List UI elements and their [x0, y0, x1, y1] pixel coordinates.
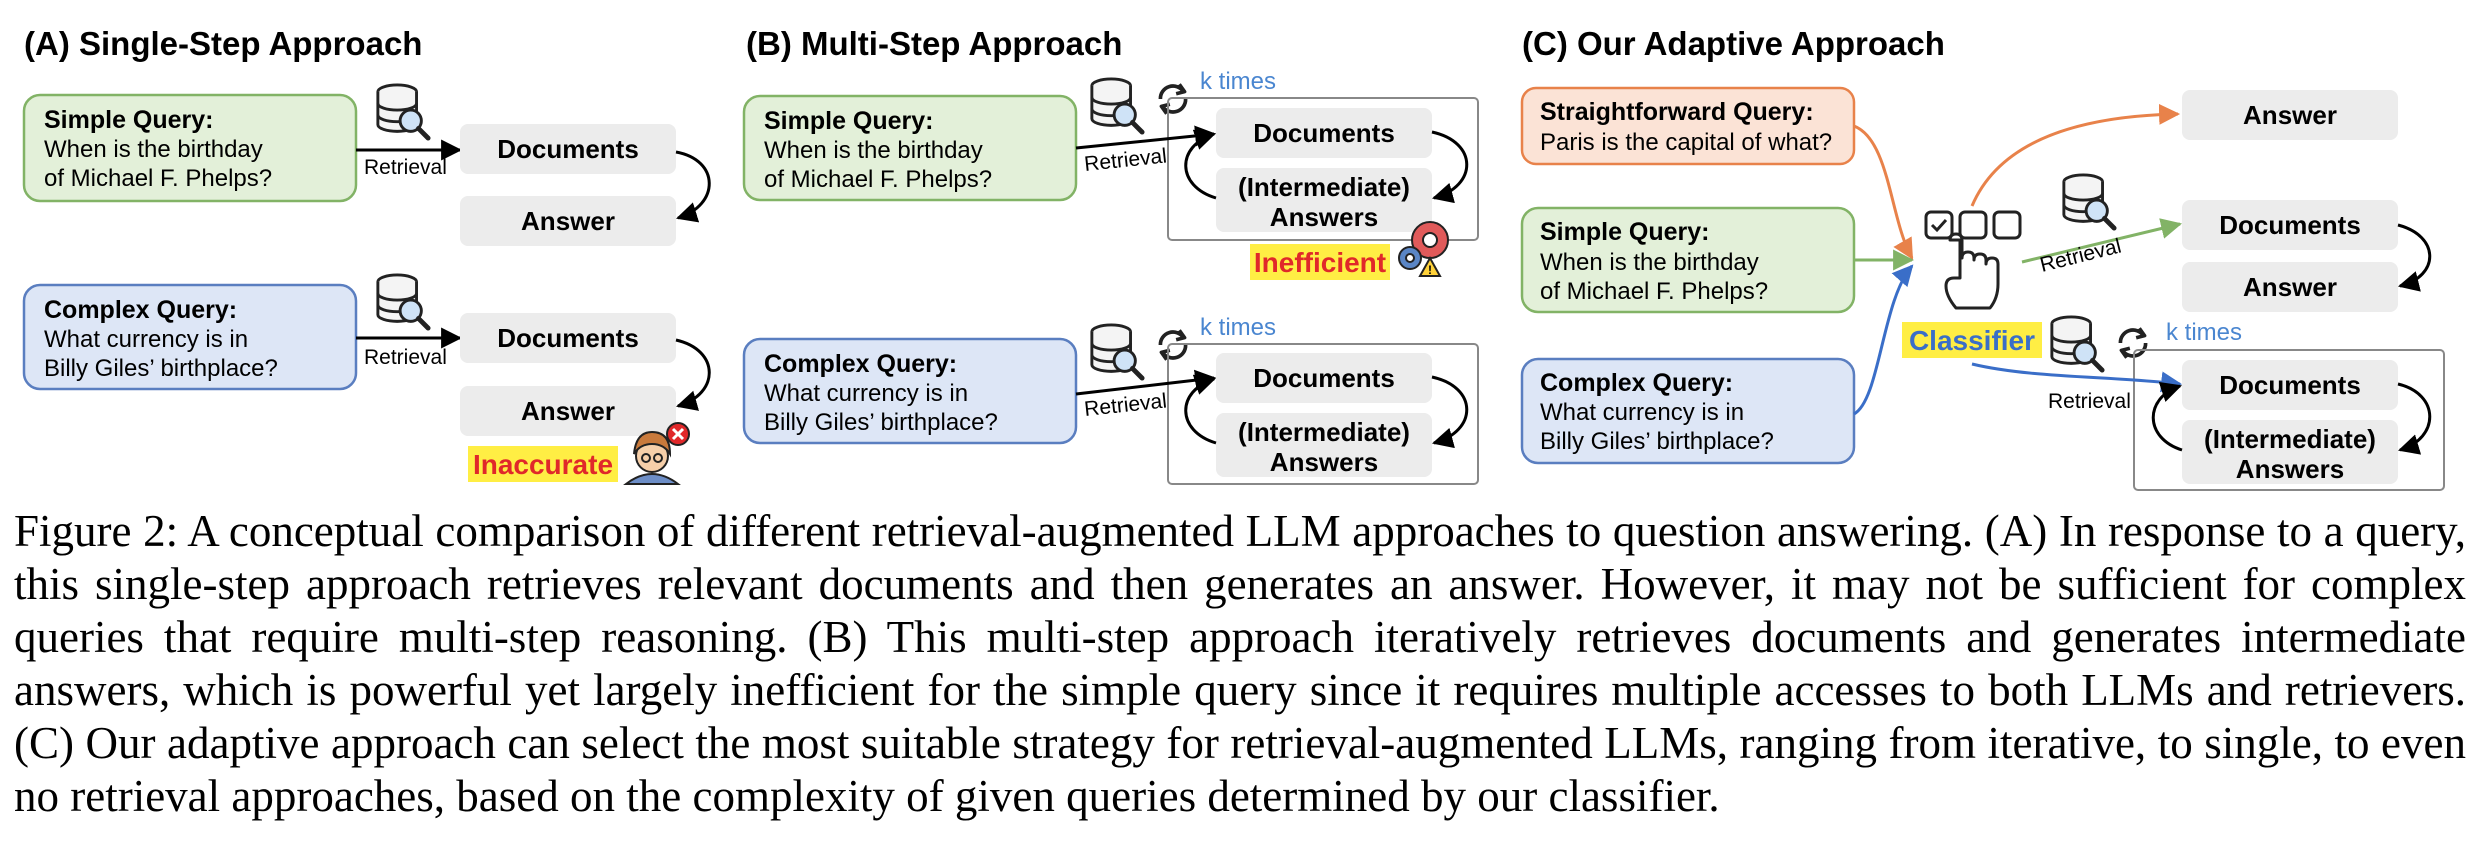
- documents-box: [2182, 360, 2398, 410]
- documents-box: [2182, 200, 2398, 250]
- intermediate-answers-box: [2182, 420, 2398, 484]
- intermediate-answers-box: [1216, 413, 1432, 477]
- database-search-icon: [2052, 317, 2102, 370]
- answer-label: Answer: [521, 206, 615, 236]
- documents-label: Documents: [497, 134, 639, 164]
- documents-label: Documents: [2219, 210, 2361, 240]
- figure-caption: Figure 2: A conceptual comparison of dif…: [14, 506, 2466, 821]
- retrieval-label: Retrieval: [1083, 144, 1168, 176]
- intermediate-line-2: Answers: [1270, 447, 1378, 477]
- answer-box: [460, 386, 676, 436]
- confused-person-icon: [623, 422, 690, 485]
- documents-box: [1216, 353, 1432, 403]
- query-line-2: of Michael F. Phelps?: [1540, 278, 1768, 305]
- query-line-1: When is the birthday: [44, 136, 263, 163]
- answer-label: Answer: [2243, 272, 2337, 302]
- documents-label: Documents: [2219, 370, 2361, 400]
- query-line-1: When is the birthday: [1540, 249, 1759, 276]
- query-label: Simple Query:: [44, 106, 214, 134]
- gear-warning-icon: !: [1398, 221, 1449, 277]
- panel-b-complex-query: Complex Query: What currency is in Billy…: [742, 337, 1078, 445]
- iteration-frame: [1167, 97, 1479, 241]
- iteration-frame: [1167, 343, 1479, 485]
- inefficient-label: Inefficient: [1254, 247, 1386, 278]
- query-line-2: of Michael F. Phelps?: [44, 165, 272, 192]
- retrieval-label: Retrieval: [1083, 389, 1168, 421]
- panel-a-complex-query: Complex Query: What currency is in Billy…: [22, 283, 358, 391]
- documents-label: Documents: [497, 323, 639, 353]
- panel-c-complex-query: Complex Query: What currency is in Billy…: [1520, 357, 1856, 465]
- inefficient-highlight: [1250, 244, 1390, 280]
- database-search-icon: [1092, 79, 1142, 132]
- panel-a-title: (A) Single-Step Approach: [24, 25, 422, 62]
- database-search-icon: [378, 275, 428, 328]
- intermediate-answers-box: [1216, 168, 1432, 232]
- answer-box: [2182, 262, 2398, 312]
- diagram-svg: (A) Single-Step Approach Simple Query: W…: [22, 25, 2445, 491]
- query-line-2: Billy Giles’ birthplace?: [44, 355, 278, 382]
- k-times-label: k times: [1200, 68, 1276, 95]
- inaccurate-label: Inaccurate: [473, 449, 613, 480]
- query-line-2: Billy Giles’ birthplace?: [1540, 428, 1774, 455]
- documents-label: Documents: [1253, 363, 1395, 393]
- panel-b-simple-query: Simple Query: When is the birthday of Mi…: [742, 94, 1078, 202]
- intermediate-line-1: (Intermediate): [2204, 424, 2376, 454]
- documents-box: [1216, 108, 1432, 158]
- database-search-icon: [2064, 175, 2114, 228]
- documents-box: [460, 124, 676, 174]
- diagram-stage: (A) Single-Step Approach Simple Query: W…: [22, 25, 2445, 491]
- classifier-label: Classifier: [1909, 325, 2035, 356]
- query-label: Complex Query:: [764, 350, 957, 378]
- hand-pointer-icon: [1944, 232, 2000, 310]
- classifier-highlight: [1902, 322, 2042, 358]
- documents-label: Documents: [1253, 118, 1395, 148]
- answer-box: [460, 196, 676, 246]
- query-line-1: Paris is the capital of what?: [1540, 129, 1832, 156]
- panel-c-simple-query: Simple Query: When is the birthday of Mi…: [1520, 206, 1856, 314]
- query-label: Straightforward Query:: [1540, 98, 1814, 126]
- query-line-2: Billy Giles’ birthplace?: [764, 409, 998, 436]
- query-label: Simple Query:: [1540, 218, 1710, 246]
- query-line-1: When is the birthday: [764, 137, 983, 164]
- query-label: Complex Query:: [44, 296, 237, 324]
- database-search-icon: [1092, 325, 1142, 378]
- inaccurate-highlight: [468, 446, 618, 482]
- database-search-icon: [378, 85, 428, 138]
- retrieval-label: Retrieval: [364, 346, 447, 369]
- intermediate-line-1: (Intermediate): [1238, 417, 1410, 447]
- intermediate-line-2: Answers: [2236, 454, 2344, 484]
- iteration-frame: [2133, 349, 2445, 491]
- panel-b-title: (B) Multi-Step Approach: [746, 25, 1122, 62]
- query-line-1: What currency is in: [1540, 399, 1744, 426]
- intermediate-line-2: Answers: [1270, 202, 1378, 232]
- intermediate-line-1: (Intermediate): [1238, 172, 1410, 202]
- retrieval-label: Retrieval: [2038, 234, 2124, 276]
- query-line-2: of Michael F. Phelps?: [764, 166, 992, 193]
- panel-c-straightforward-query: Straightforward Query: Paris is the capi…: [1520, 86, 1856, 166]
- answer-box: [2182, 90, 2398, 140]
- panel-c-title: (C) Our Adaptive Approach: [1522, 25, 1945, 62]
- retrieval-label: Retrieval: [364, 156, 447, 179]
- svg-text:!: !: [1428, 263, 1432, 277]
- panel-a-simple-query: Simple Query: When is the birthday of Mi…: [22, 93, 358, 203]
- query-line-1: What currency is in: [44, 326, 248, 353]
- query-line-1: What currency is in: [764, 380, 968, 407]
- answer-label: Answer: [2243, 100, 2337, 130]
- k-times-label: k times: [2166, 319, 2242, 346]
- loop-arrows-icon: [2118, 326, 2148, 360]
- option-boxes-icon: [1924, 210, 2022, 240]
- k-times-label: k times: [1200, 314, 1276, 341]
- documents-box: [460, 313, 676, 363]
- answer-label: Answer: [521, 396, 615, 426]
- query-label: Complex Query:: [1540, 369, 1733, 397]
- query-label: Simple Query:: [764, 107, 934, 135]
- retrieval-label: Retrieval: [2048, 390, 2131, 413]
